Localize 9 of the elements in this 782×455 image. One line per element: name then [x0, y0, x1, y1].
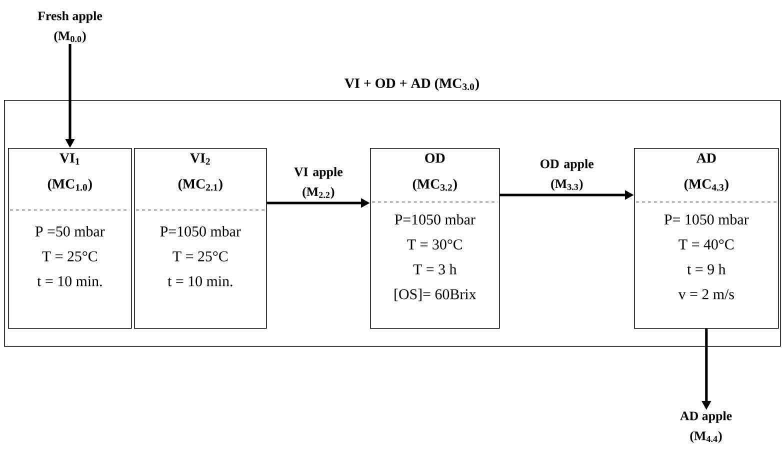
process-box: AD (MC$_{4.3}$) P= 1050 mbar T = 40°C t = 9 h v = 2 m/s [634, 148, 779, 329]
edge-label: OD apple (M$_{3.3}$) [540, 159, 594, 191]
process-box: VI$_{1}$ (MC$_{1.0}$) P =50 mbar T = 25°C t = 10 min. [8, 148, 132, 329]
process-box: OD (MC$_{3.2}$) P=1050 mbar T = 30°C T = 3 h [OS]= 60Brix [370, 148, 500, 329]
process-box: VI$_{2}$ (MC$_{2.1}$) P=1050 mbar T = 25°C t = 10 min. [134, 148, 267, 329]
edge-label: VI apple (M$_{2.2}$) [294, 167, 343, 199]
stream-label: AD apple (M$_{4.4}$) [680, 411, 732, 443]
node-label: VI + OD + AD (MC$_{3.0}$) [344, 78, 479, 91]
stream-label: Fresh apple (M$_{0.0}$) [38, 11, 102, 43]
